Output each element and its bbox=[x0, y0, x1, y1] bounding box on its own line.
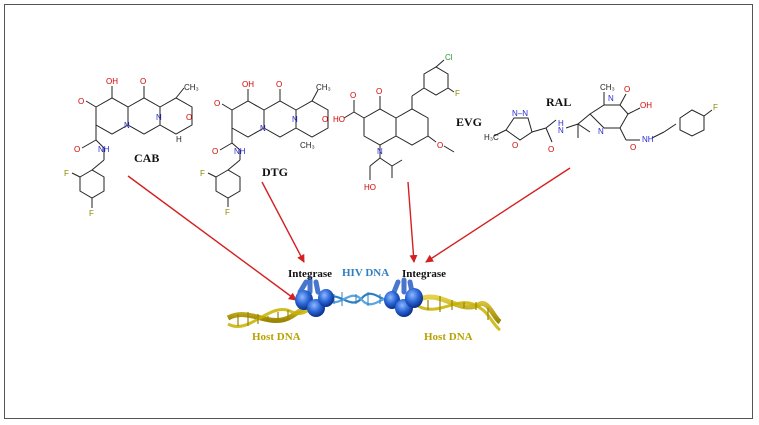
integrase-left bbox=[295, 277, 334, 317]
evg-arrow bbox=[407, 181, 418, 263]
svg-text:F: F bbox=[200, 169, 205, 178]
svg-text:N: N bbox=[558, 126, 564, 135]
svg-text:F: F bbox=[455, 89, 460, 98]
svg-text:F: F bbox=[225, 208, 230, 217]
ral-atoms: H₃C N–N O O H N CH₃ N O OH N O NH F bbox=[484, 83, 718, 154]
ral-arrow bbox=[425, 167, 571, 263]
svg-text:O: O bbox=[350, 91, 356, 100]
svg-text:O: O bbox=[624, 85, 630, 94]
integrase-left-label: Integrase bbox=[288, 268, 332, 280]
svg-text:N: N bbox=[156, 113, 162, 122]
svg-text:O: O bbox=[214, 99, 220, 108]
svg-text:N–N: N–N bbox=[512, 109, 528, 118]
dtg-arrow bbox=[261, 181, 305, 263]
dtg-atoms: OH O O N N CH₃ O CH₃ O NH F F bbox=[200, 80, 331, 217]
svg-text:N: N bbox=[292, 115, 298, 124]
evg-label: EVG bbox=[456, 115, 482, 129]
svg-text:O: O bbox=[186, 113, 192, 122]
svg-text:O: O bbox=[78, 97, 84, 106]
svg-text:CH₃: CH₃ bbox=[300, 141, 315, 150]
svg-text:O: O bbox=[276, 80, 282, 89]
svg-text:O: O bbox=[140, 77, 146, 86]
svg-text:N: N bbox=[608, 94, 614, 103]
svg-text:OH: OH bbox=[640, 101, 652, 110]
evg-structure bbox=[343, 59, 455, 180]
svg-text:OH: OH bbox=[106, 77, 118, 86]
svg-text:O: O bbox=[630, 143, 636, 152]
svg-text:N: N bbox=[377, 147, 383, 156]
svg-text:H: H bbox=[176, 135, 182, 144]
svg-text:O: O bbox=[437, 141, 443, 150]
svg-text:F: F bbox=[89, 209, 94, 218]
svg-text:N: N bbox=[598, 127, 604, 136]
svg-text:CH₃: CH₃ bbox=[600, 83, 615, 92]
svg-text:O: O bbox=[512, 141, 518, 150]
cab-label: CAB bbox=[134, 151, 159, 165]
svg-text:HO: HO bbox=[333, 115, 345, 124]
host-dna-right bbox=[416, 294, 502, 332]
svg-text:H₃C: H₃C bbox=[484, 133, 499, 142]
ral-structure bbox=[493, 92, 713, 143]
svg-text:CH₃: CH₃ bbox=[316, 83, 331, 92]
svg-text:N: N bbox=[124, 121, 130, 130]
dtg-label: DTG bbox=[262, 165, 288, 179]
cab-atoms: OH O O N N CH₃ O H O NH F F bbox=[64, 77, 199, 218]
svg-text:H: H bbox=[558, 119, 564, 128]
svg-text:NH: NH bbox=[98, 145, 110, 154]
cab-arrow bbox=[127, 175, 297, 301]
integrase-right-label: Integrase bbox=[402, 268, 446, 280]
svg-text:NH: NH bbox=[234, 147, 246, 156]
evg-atoms: O HO O Cl F O N HO bbox=[333, 53, 460, 192]
svg-text:O: O bbox=[322, 115, 328, 124]
svg-text:O: O bbox=[548, 145, 554, 154]
svg-text:HO: HO bbox=[364, 183, 376, 192]
svg-text:O: O bbox=[74, 145, 80, 154]
figure-frame bbox=[4, 4, 753, 419]
svg-text:Cl: Cl bbox=[445, 53, 453, 62]
host-dna-left-label: Host DNA bbox=[252, 331, 301, 343]
ral-label: RAL bbox=[546, 95, 571, 109]
svg-text:CH₃: CH₃ bbox=[184, 83, 199, 92]
dtg-structure bbox=[207, 89, 329, 207]
hiv-dna-label: HIV DNA bbox=[342, 267, 389, 279]
svg-text:F: F bbox=[64, 169, 69, 178]
svg-text:NH: NH bbox=[642, 135, 654, 144]
inhibition-arrows bbox=[127, 167, 571, 301]
svg-text:OH: OH bbox=[242, 80, 254, 89]
svg-text:N: N bbox=[260, 124, 266, 133]
integrase-right bbox=[384, 277, 423, 317]
cab-structure bbox=[71, 86, 193, 208]
svg-text:O: O bbox=[376, 87, 382, 96]
svg-text:F: F bbox=[713, 103, 718, 112]
svg-text:O: O bbox=[212, 147, 218, 156]
host-dna-right-label: Host DNA bbox=[424, 331, 473, 343]
